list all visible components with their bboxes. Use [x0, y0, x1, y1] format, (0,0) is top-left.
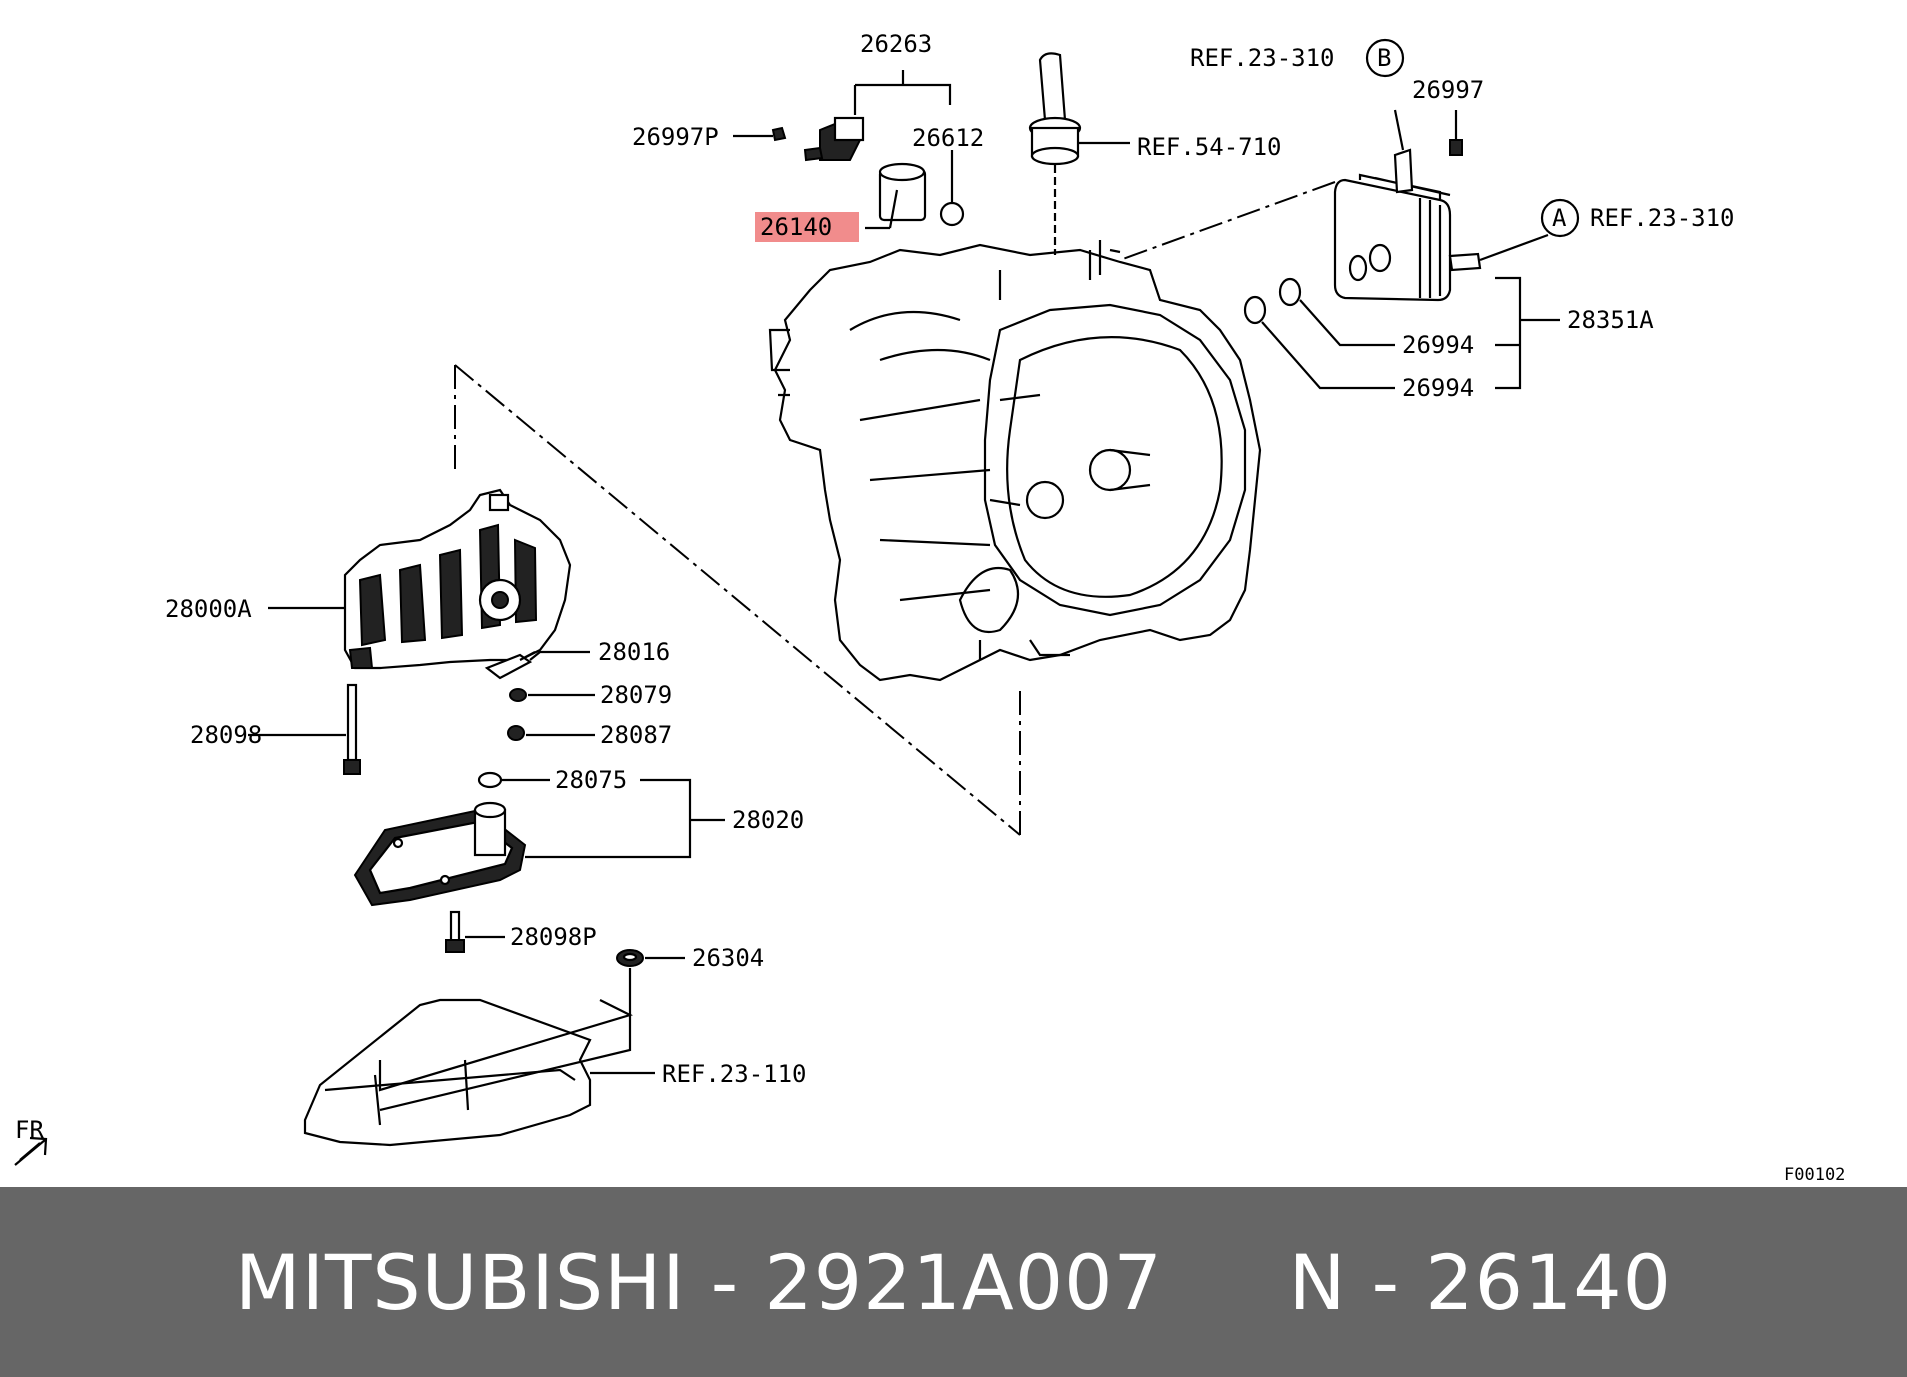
parts-diagram: 26263 26997P 26612 26140 REF.54-710 REF.… [14, 30, 1846, 1185]
speed-sensor-group [733, 70, 965, 230]
label-26997: 26997 [1412, 76, 1484, 104]
label-26140: 26140 [760, 213, 832, 241]
small-parts [484, 650, 595, 741]
label-28020: 28020 [732, 806, 804, 834]
label-26997P: 26997P [632, 123, 719, 151]
label-28351A: 28351A [1567, 306, 1654, 334]
label-ref-23-110: REF.23-110 [662, 1060, 807, 1088]
label-circle-b: B [1377, 44, 1391, 72]
bracket-28351A [1495, 276, 1560, 390]
part-26140-drawing [865, 162, 927, 230]
label-28087: 28087 [600, 721, 672, 749]
oil-strainer [353, 771, 725, 907]
o-rings-26994 [1243, 277, 1395, 390]
oil-cooler [1119, 109, 1549, 302]
transmission-case [768, 240, 1262, 682]
diagram-canvas: 26263 26997P 26612 26140 REF.54-710 REF.… [14, 30, 1845, 1185]
oil-pan [303, 998, 655, 1147]
circle-A [1540, 198, 1580, 238]
dipstick-tube [1028, 52, 1130, 255]
label-26994-b: 26994 [1402, 374, 1474, 402]
valve-body-outline [454, 364, 1021, 836]
label-28016: 28016 [598, 638, 670, 666]
fr-arrow [14, 1136, 48, 1166]
bolt-28098P [445, 910, 505, 953]
label-26612: 26612 [912, 124, 984, 152]
label-26263: 26263 [860, 30, 932, 58]
label-fr: FR [15, 1116, 44, 1144]
label-ref-54-710: REF.54-710 [1137, 133, 1282, 161]
footer-part-number: MITSUBISHI - 2921A007 N - 26140 [235, 1237, 1672, 1327]
highlight-26140 [755, 212, 859, 242]
circle-B [1365, 38, 1405, 78]
label-circle-a: A [1552, 204, 1567, 232]
label-28075: 28075 [555, 766, 627, 794]
label-figure-code: F00102 [1784, 1165, 1845, 1185]
label-ref-23-310-b: REF.23-310 [1190, 44, 1335, 72]
label-28000A: 28000A [165, 595, 252, 623]
label-28079: 28079 [600, 681, 672, 709]
label-ref-23-310-a: REF.23-310 [1590, 204, 1735, 232]
label-26304: 26304 [692, 944, 764, 972]
bolt-28098 [248, 683, 361, 775]
gasket-26304 [616, 949, 685, 1015]
valve-body [268, 488, 572, 670]
label-28098: 28098 [190, 721, 262, 749]
label-28098P: 28098P [510, 923, 597, 951]
label-26994-a: 26994 [1402, 331, 1474, 359]
footer-bar: MITSUBISHI - 2921A007 N - 26140 [0, 1187, 1907, 1377]
